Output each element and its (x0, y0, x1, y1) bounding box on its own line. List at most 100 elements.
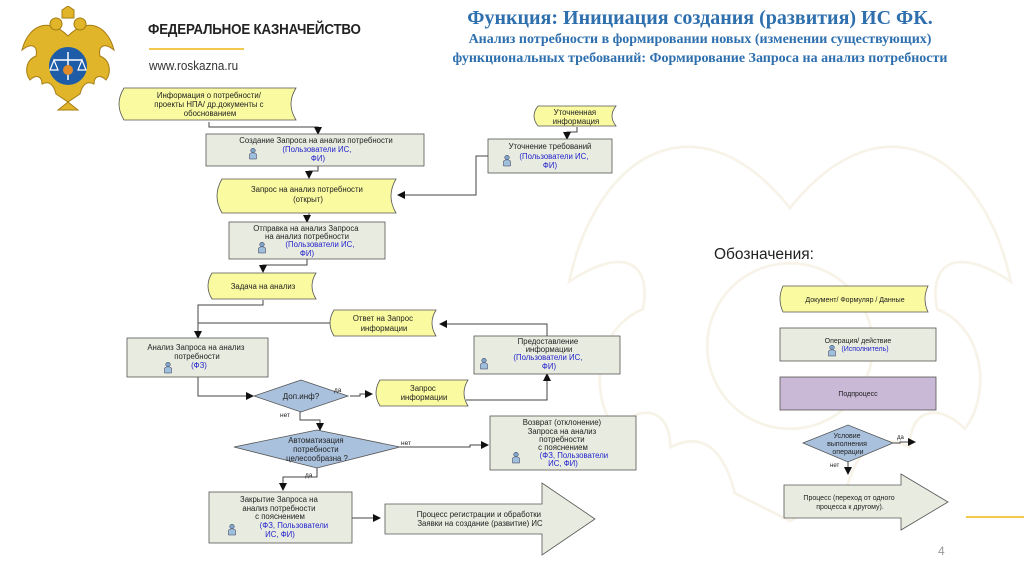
op-analyze-actor: (ФЗ) (191, 361, 207, 370)
op-close[interactable]: Закрытие Запроса на анализ потребности с… (208, 491, 353, 544)
doc-info-request[interactable]: Запрос информации (375, 379, 469, 407)
op-provide[interactable]: Предоставление информации (Пользователи … (473, 335, 621, 375)
process-next-label: Заявки на создание (развитие) ИС (417, 519, 543, 528)
doc-clarified-info[interactable]: Уточненная информация (533, 105, 617, 127)
legend-subprocess-label: Подпроцесс (838, 391, 878, 398)
page-number: 4 (938, 544, 945, 558)
doc-request-open[interactable]: Запрос на анализ потребности (открыт) (216, 178, 397, 214)
decision-automation-label: Автоматизация (288, 436, 343, 445)
person-icon (258, 241, 266, 254)
connector-automation-no (400, 441, 489, 449)
legend-process: Процесс (переход от одного процесса к др… (783, 473, 949, 531)
op-analyze-label: Анализ Запроса на анализ (147, 343, 245, 352)
legend-process-label: процесса к другому). (816, 504, 884, 511)
org-divider (149, 48, 244, 50)
svg-text:Условие выполнения: Условие выполнения операции (827, 433, 869, 456)
legend-yes-label: да (897, 435, 905, 441)
connector-clarify-to-request (397, 155, 488, 199)
legend-document-label: Документ/ Формуляр / Данные (805, 297, 904, 304)
svg-text:Автоматизация потребност: Автоматизация потребности целесообразна … (286, 436, 348, 463)
decision-more-info-label: Доп.инф? (283, 392, 320, 401)
svg-text:Уточненная информация: Уточненная информация (553, 108, 600, 126)
svg-text:Подпроцесс: Подпроцесс (838, 391, 878, 398)
svg-text:Задача на анализ: Задача на анализ (231, 282, 296, 291)
op-return-label: потребности (539, 435, 584, 444)
op-send-label: на анализ потребности (265, 232, 349, 241)
svg-text:Ответ на Запрос информац: Ответ на Запрос информации (353, 314, 415, 333)
person-icon (512, 451, 520, 464)
doc-answer[interactable]: Ответ на Запрос информации (329, 309, 437, 337)
op-create-actor: ФИ) (311, 154, 326, 163)
yes-label: да (305, 472, 313, 479)
connector-task-to-analyze (194, 300, 264, 339)
slide-title: Функция: Инициация создания (развития) И… (380, 6, 1020, 68)
doc-info-line: проекты НПА/ др.документы с (154, 100, 263, 109)
title-line-1: Функция: Инициация создания (развития) И… (467, 7, 933, 29)
doc-task[interactable]: Задача на анализ (207, 272, 317, 300)
svg-text:Уточнение требований: Уточнение требований (509, 142, 592, 151)
op-close-label: Закрытие Запроса на (240, 495, 318, 504)
legend-title: Обозначения: (714, 246, 814, 263)
op-clarify[interactable]: Уточнение требований (Пользователи ИС, Ф… (487, 138, 613, 174)
op-send-actor: (Пользователи ИС, (285, 240, 354, 249)
op-return-label: Запроса на анализ (528, 427, 597, 436)
connector-decision-yes (350, 390, 373, 398)
legend-condition-label: операции (832, 449, 863, 456)
connector-automation-yes (279, 468, 318, 491)
op-create[interactable]: Создание Запроса на анализ потребности (… (205, 133, 425, 167)
op-return-label: Возврат (отклонение) (523, 418, 602, 427)
op-return[interactable]: Возврат (отклонение) Запроса на анализ п… (489, 415, 637, 471)
svg-text:(Исполнитель): (Исполнитель) (841, 346, 888, 353)
corner-divider (966, 516, 1024, 518)
doc-clarified-line: Уточненная (554, 108, 596, 117)
op-close-label: с пояснением (255, 512, 305, 521)
op-close-label: анализ потребности (242, 504, 315, 513)
svg-text:Возврат (отклонение) Зап: Возврат (отклонение) Запроса на анализ п… (523, 418, 604, 452)
svg-text:Документ/ Формуляр / Данные: Документ/ Формуляр / Данные (805, 297, 904, 304)
svg-text:(ФЗ, Пользователи ИС, ФИ: (ФЗ, Пользователи ИС, ФИ) (260, 521, 331, 539)
op-create-label: Создание Запроса на анализ потребности (239, 136, 393, 145)
svg-text:Создание Запроса на анализ пот: Создание Запроса на анализ потребности (239, 136, 393, 145)
legend-condition-label: выполнения (827, 441, 867, 448)
decision-more-info[interactable]: Доп.инф? да нет (252, 379, 350, 419)
doc-answer-line: информации (361, 324, 408, 333)
process-next[interactable]: Процесс регистрации и обработки Заявки н… (384, 482, 596, 556)
svg-text:Предоставление информаци: Предоставление информации (518, 337, 581, 354)
yes-label: да (334, 387, 342, 394)
person-icon (503, 154, 511, 167)
legend-operation: Операция/ действие (Исполнитель) (779, 327, 937, 362)
op-close-actor: (ФЗ, Пользователи (260, 521, 328, 530)
doc-info-line: обоснованием (184, 109, 236, 118)
op-provide-actor: ФИ) (542, 362, 557, 371)
op-clarify-actor: ФИ) (543, 161, 558, 170)
op-clarify-label: Уточнение требований (509, 142, 592, 151)
person-icon (164, 361, 172, 374)
op-clarify-actor: (Пользователи ИС, (519, 152, 588, 161)
op-return-actor: (ФЗ, Пользователи (540, 451, 608, 460)
op-close-actor: ИС, ФИ) (265, 530, 295, 539)
connector-inforeq-to-provide (466, 373, 551, 401)
connector-request-to-send (303, 212, 311, 223)
op-send-label: Отправка на анализ Запроса (253, 224, 359, 233)
op-return-label: с пояснением (538, 443, 588, 452)
connector-info-to-create (208, 122, 322, 135)
decision-automation-label: целесообразна ? (286, 454, 348, 463)
doc-info-request-line: Запрос (410, 384, 436, 393)
doc-info-request-line: информации (401, 393, 448, 402)
person-icon (480, 357, 488, 370)
connector-decision-no (299, 412, 324, 431)
svg-text:Процесс (переход от одного: Процесс (переход от одного процесса к др… (803, 495, 896, 511)
org-name: ФЕДЕРАЛЬНОЕ КАЗНАЧЕЙСТВО (148, 22, 361, 38)
doc-info[interactable]: Информация о потребности/ проекты НПА/ д… (118, 87, 297, 121)
decision-automation[interactable]: Автоматизация потребности целесообразна … (233, 429, 411, 479)
op-provide-label: Предоставление (518, 337, 579, 346)
op-analyze[interactable]: Анализ Запроса на анализ потребности (ФЗ… (126, 337, 269, 378)
decision-automation-label: потребности (293, 445, 338, 454)
svg-text:(ФЗ, Пользователи ИС, ФИ: (ФЗ, Пользователи ИС, ФИ) (540, 451, 611, 468)
double-headed-eagle-emblem-icon (21, 6, 115, 111)
org-url: www.roskazna.ru (149, 58, 239, 73)
svg-text:Закрытие Запроса на анал: Закрытие Запроса на анализ потребности с… (240, 495, 320, 521)
op-send[interactable]: Отправка на анализ Запроса на анализ пот… (228, 221, 386, 260)
svg-text:Доп.инф?: Доп.инф? (283, 392, 320, 401)
